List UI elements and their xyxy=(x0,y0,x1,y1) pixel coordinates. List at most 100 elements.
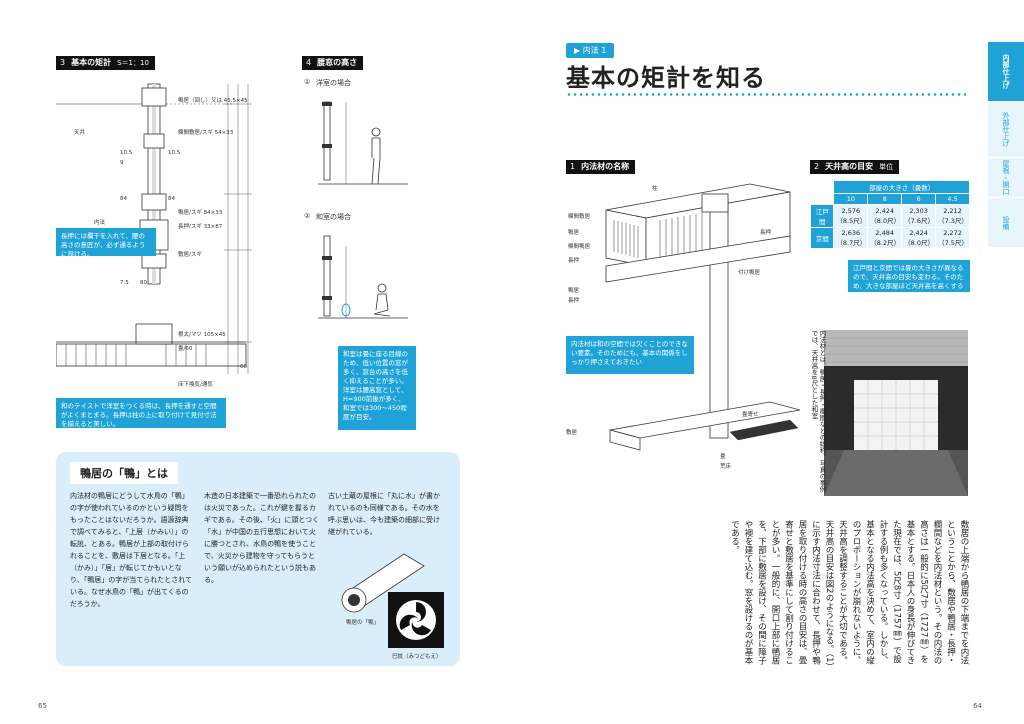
sec2-header: 2 天井高の目安 単位 xyxy=(810,160,900,174)
table-cell: 2,212（7.3尺） xyxy=(935,204,970,228)
case1-badge: ① xyxy=(304,78,311,86)
label-d5: 84 xyxy=(168,196,175,202)
case1-label: 洋室の場合 xyxy=(316,79,351,87)
sec4-num: 4 xyxy=(302,56,316,70)
label-tenjo: 天井 xyxy=(74,130,86,136)
cell-value: 2,636 xyxy=(841,229,861,237)
cell-sub: （8.0尺） xyxy=(870,217,901,225)
cell-sub: （7.6尺） xyxy=(904,217,935,225)
label-nedaisa: 根太/マツ 105×45 xyxy=(178,332,226,338)
label-d6: 7.5 xyxy=(120,280,129,286)
table-cell: 2,576 （8.5尺） xyxy=(833,204,869,228)
callout-diagram: 内法材は和の空間では欠くことのできない要素。そのためにも、基本の関係をしっかり押… xyxy=(566,336,694,374)
sidetab-equipment[interactable]: 設備 xyxy=(988,198,1024,248)
table-cell: 2,303 （7.6尺） xyxy=(901,204,937,228)
washitsu-drawing xyxy=(318,235,408,319)
table-col: 10 xyxy=(833,193,869,205)
table-corner xyxy=(809,180,835,194)
cell-value: 2,272 xyxy=(943,229,962,237)
cell-sub: （7.5尺） xyxy=(938,239,968,247)
dlabel-nageshi: 長押 xyxy=(568,258,580,264)
case2-label: 和室の場合 xyxy=(316,213,351,221)
callout-table: 江戸間と京間では畳の大きさが異なるので、天井高の目安も変わる。そのため、大きな部… xyxy=(848,260,970,292)
page-number-left: 65 xyxy=(38,702,47,710)
tomoe-crest xyxy=(388,592,444,648)
table-cell: 2,636 （8.7尺） xyxy=(833,227,869,249)
kawara-illustration xyxy=(341,553,425,613)
yoshitsu-drawing xyxy=(318,101,408,185)
sec2-num: 2 xyxy=(810,160,824,174)
label-kamoi2: 鴨居/スギ 84×33 xyxy=(178,210,223,216)
sec3-scale: S＝1：10 xyxy=(117,56,155,70)
kanabakari-drawing xyxy=(56,83,252,374)
row-label: 京間 xyxy=(809,227,835,249)
cell-value: 2,303 xyxy=(909,207,928,215)
label-d4: 10.5 xyxy=(168,150,181,156)
column-text-2: 木造の日本建築で一番恐れられたのは火災であった。これが鍵を握るカギである。その後… xyxy=(204,492,320,584)
table-col: 8 xyxy=(867,193,903,205)
cell-value: 2,576 xyxy=(841,207,861,215)
table-corner2 xyxy=(809,193,835,205)
callout-washitsu: 和のテイストで洋室をつくる時は、長押を通すと空間がよくまとまる。長押は柱の上に取… xyxy=(56,398,226,428)
dlabel-tsukekamoi: 付け鴨居 xyxy=(738,270,761,276)
table-row: 京間 2,636 （8.7尺） 2,484 （8.2尺） 2,424 （8.0尺） 2… xyxy=(809,227,970,249)
room-photo-image xyxy=(824,330,968,496)
table-col: 4.5 xyxy=(935,193,970,205)
dlabel-ranma-kamoi: 欄間鴨居 xyxy=(568,244,591,250)
label-naka: 内法 xyxy=(94,220,106,226)
cell-sub: （8.2尺） xyxy=(870,239,901,247)
headline: 基本の矩計を知る xyxy=(566,64,766,92)
label-d2: 9 xyxy=(120,160,124,166)
table-cell: 2,424 （8.0尺） xyxy=(867,204,903,228)
cell-sub: （7.3尺） xyxy=(938,217,968,225)
table-col: 6 xyxy=(901,193,937,205)
label-ranma-kamoi: 鴨居（回し）又は 45.5×45 xyxy=(178,98,248,104)
cell-sub: （8.0尺） xyxy=(904,239,935,247)
sec1-title: 内法材の名称 xyxy=(579,160,636,174)
sidetab-roof[interactable]: 屋根・開口 xyxy=(988,158,1024,198)
sec3-title: 基本の矩計 xyxy=(69,56,118,70)
dlabel-ashigatame: 荒床 xyxy=(720,464,732,470)
section-tag: ▶ 内法 1 xyxy=(566,43,615,58)
dlabel-kamoi2: 鴨居 xyxy=(568,288,580,294)
sec2-title: 天井高の目安 xyxy=(823,160,880,174)
cell-value: 2,484 xyxy=(875,229,895,237)
dlabel-nageshi-right: 長押 xyxy=(760,230,772,236)
label-nageshi: 長押/スギ 33×87 xyxy=(178,224,223,230)
column-title: 鴨居の「鴨」とは xyxy=(70,462,178,484)
label-shikii: 敷居/スギ xyxy=(178,252,202,258)
callout-nageshi: 長押には欄干を入れて、腰の高さの意匠が、必ず通るように設ける。 xyxy=(56,228,156,258)
sidetab-exterior[interactable]: 外部仕上げ xyxy=(988,102,1024,158)
callout-sec4: 和室は畳に座る目線のため、低い位置の窓が多く、窓台の高さを低く抑えることが多い。… xyxy=(338,346,416,430)
table-head-label: 部屋の大きさ（畳数） xyxy=(833,180,970,194)
ceiling-table: 部屋の大きさ（畳数） 10 8 6 4.5 江戸間 2,576 （8.5尺） 2,… xyxy=(809,180,970,249)
sidetab-interior[interactable]: 内部仕上げ xyxy=(988,42,1024,102)
dlabel-kamoi: 鴨居 xyxy=(568,230,580,236)
sec4-title: 腰窓の高さ xyxy=(315,56,364,70)
sec3-header: 3 基本の矩計 S＝1：10 xyxy=(56,56,155,70)
section-tag-text: 内法 1 xyxy=(582,46,607,55)
dotted-rule xyxy=(566,93,966,96)
cell-value: 2,424 xyxy=(909,229,928,237)
table-cell: 2,272 （7.5尺） xyxy=(935,227,970,249)
dlabel-tatamiyose: 畳寄せ xyxy=(742,412,759,418)
cell-value: 2,424 xyxy=(875,207,895,215)
label-kamoi-face: 欄間敷居/スギ 54×33 xyxy=(178,130,234,136)
table-row: 江戸間 2,576（8.5尺） 2,424（8.0尺） 2,303（7.6尺） … xyxy=(809,204,970,228)
sec1-num: 1 xyxy=(566,160,580,174)
sec1-header: 1 内法材の名称 xyxy=(566,160,636,174)
label-d1: 10.5 xyxy=(120,150,133,156)
dlabel-tatami: 畳 xyxy=(720,454,726,460)
column-text-3: 古い土蔵の屋根に「丸に水」が書かれているのも同様である。その水を呼ぶ思いは、今も… xyxy=(328,492,440,536)
dlabel-ranma-shikii: 欄間敷居 xyxy=(568,214,591,220)
row-label: 江戸間 xyxy=(809,204,835,228)
cell-sub: （8.7尺） xyxy=(836,239,867,247)
naiho-diagram xyxy=(605,183,800,451)
dlabel-nageshi2: 長押 xyxy=(568,298,580,304)
table-cell: 2,484 （8.2尺） xyxy=(867,227,903,249)
label-ashigatame: 床下換気/通気 xyxy=(178,382,213,388)
sec3-num: 3 xyxy=(56,56,70,70)
label-tatami: 畳/60 xyxy=(178,346,193,352)
cell-sub: （8.5尺） xyxy=(836,217,867,225)
sec4-header: 4 腰窓の高さ xyxy=(302,56,364,70)
